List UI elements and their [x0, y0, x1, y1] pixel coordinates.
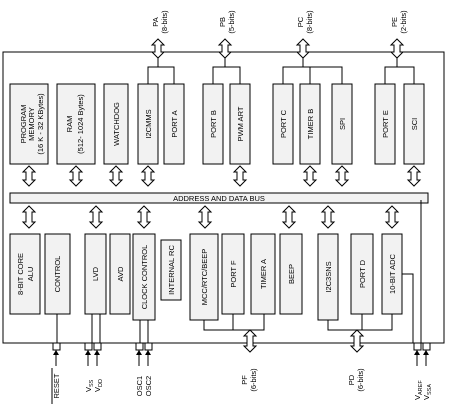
- internal-rc-block: [160, 239, 182, 301]
- pc-bracket: [282, 66, 343, 84]
- watchdog-label: WATCHDOG: [112, 102, 121, 146]
- pa-bits: (8-bits): [160, 10, 169, 34]
- ram-title: RAM: [65, 116, 74, 133]
- port-b-label: PORT B: [209, 110, 218, 138]
- avd-block: [109, 233, 131, 315]
- ram-block: [56, 83, 96, 165]
- power-lines: [91, 314, 101, 343]
- mcc-rtc-beep-block: [189, 233, 219, 321]
- bottom-bus-arrows: [21, 205, 400, 229]
- mcc-rtc-beep-label: MCC/RTC/BEEP: [200, 249, 209, 306]
- program-memory-title2: MEMORY: [27, 107, 36, 141]
- lvd-label: LVD: [91, 266, 100, 281]
- clock-control-block: [132, 233, 156, 321]
- pc-bits: (8-bits): [305, 10, 314, 34]
- spi-label: SPI: [338, 118, 347, 130]
- pa-bracket: [147, 66, 175, 84]
- port-a-label: PORT A: [170, 110, 179, 137]
- pe-bracket: [384, 66, 415, 84]
- pb-label: PB: [218, 17, 227, 27]
- port-d-label: PORT D: [358, 259, 367, 288]
- core-alu-block: [9, 233, 41, 315]
- pin-arrows: [53, 350, 429, 366]
- ram-size: (512- 1024 Bytes): [76, 94, 85, 154]
- i2c3sns-label: I2C3SNS: [324, 261, 333, 292]
- sci-label: SCI: [410, 118, 419, 131]
- pf-bracket: [203, 314, 265, 331]
- control-label: CONTROL: [53, 256, 62, 293]
- beep-label: BEEP: [287, 264, 296, 284]
- pd-bracket: [327, 314, 393, 331]
- top-bus-arrows: [21, 165, 422, 187]
- program-memory-title: PROGRAM: [19, 105, 28, 144]
- osc2-pin-label: OSC2: [144, 376, 153, 396]
- program-memory-size: (16 K - 32 KBytes): [36, 93, 45, 155]
- avd-label: AVD: [116, 266, 125, 281]
- vss-pin-label: VSS: [84, 379, 95, 392]
- pe-label: PE: [390, 17, 399, 27]
- beep-block: [279, 233, 303, 315]
- i2cmms-label: I2CMMS: [144, 109, 153, 138]
- port-f-label: PORT F: [229, 260, 238, 288]
- pd-bits: (6-bits): [356, 368, 365, 392]
- clock-control-label: CLOCK CONTROL: [140, 245, 149, 310]
- vref-pin-label: VAREF: [413, 380, 424, 400]
- timer-b-label: TIMER B: [306, 109, 315, 139]
- pd-arrow: [349, 329, 365, 353]
- pf-arrow: [242, 329, 258, 353]
- pb-bracket: [212, 66, 241, 84]
- pwm-art-label: PWM ART: [236, 106, 245, 141]
- program-memory-block: [9, 83, 49, 165]
- adc-label: 10-BIT ADC: [388, 253, 397, 293]
- osc1-pin-label: OSC1: [135, 376, 144, 396]
- timer-a-block: [250, 233, 276, 315]
- core-alu-label-1: 8-BIT CORE: [16, 253, 25, 295]
- adc-ref-lines: [412, 314, 422, 343]
- osc-lines: [139, 320, 149, 343]
- timer-a-label: TIMER A: [259, 259, 268, 289]
- address-data-bus-label: ADDRESS AND DATA BUS: [173, 194, 265, 203]
- pf-label: PF: [240, 375, 249, 385]
- pb-bits: (5-bits): [227, 10, 236, 34]
- control-block: [44, 233, 71, 315]
- address-data-bus: [9, 192, 429, 204]
- pa-label: PA: [151, 17, 160, 26]
- core-alu-label-2: ALU: [26, 267, 35, 282]
- pin-squares: [52, 342, 431, 351]
- pc-label: PC: [296, 16, 305, 27]
- pf-bits: (6-bits): [249, 368, 258, 392]
- port-c-label: PORT C: [279, 109, 288, 138]
- port-e-label: PORT E: [381, 110, 390, 138]
- pd-label: PD: [347, 374, 356, 385]
- watchdog-block: [103, 83, 129, 165]
- vdd-pin-label: VDD: [93, 379, 104, 392]
- internal-rc-label: INTERNAL RC: [167, 245, 176, 295]
- adc-side-lines: [402, 200, 422, 314]
- reset-pin-label: RESET: [52, 373, 61, 398]
- vssa-pin-label: VSSA: [422, 384, 433, 400]
- pe-bits: (2-bits): [399, 10, 408, 34]
- lvd-block: [84, 233, 107, 315]
- port-stubs-top: [157, 58, 398, 67]
